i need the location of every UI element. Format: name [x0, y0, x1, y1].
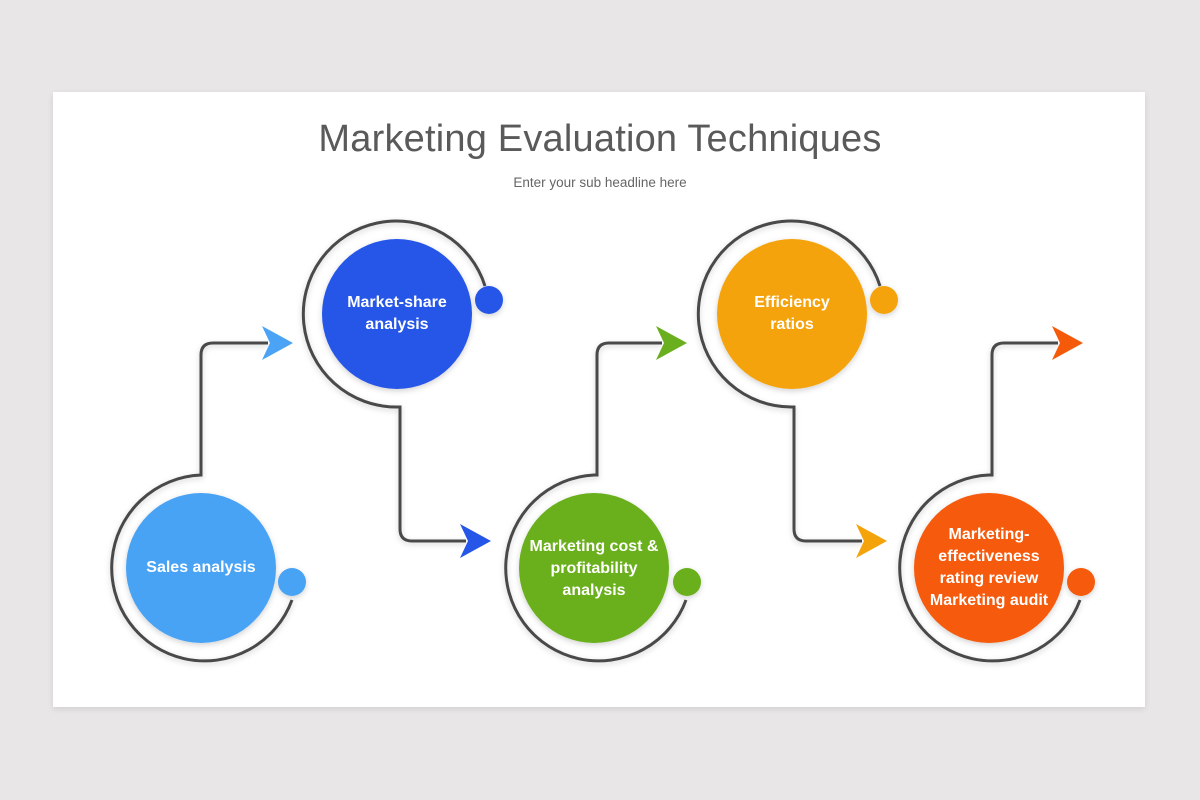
step-4-circle	[717, 239, 867, 389]
step-5-circle	[914, 493, 1064, 643]
step-2-dot-icon	[475, 286, 503, 314]
step-3-ring	[504, 341, 688, 663]
step-2-ring	[301, 219, 487, 543]
step-3-label: Marketing cost & profitability analysis	[529, 538, 659, 599]
step-5-arrow-icon	[1052, 326, 1083, 360]
step-3-circle	[519, 493, 669, 643]
slide-subtitle: Enter your sub headline here	[513, 175, 687, 190]
step-1-ring	[110, 341, 294, 663]
step-3-group	[504, 326, 701, 663]
step-1-circle	[126, 493, 276, 643]
step-4-ring	[696, 219, 882, 543]
step-4-arrow-icon	[856, 524, 887, 558]
step-2-label: Market-share analysis	[347, 294, 447, 333]
step-1-label: Sales analysis	[146, 559, 256, 576]
step-1-arrow-icon	[262, 326, 293, 360]
step-3-dot-icon	[673, 568, 701, 596]
slide-title: Marketing Evaluation Techniques	[318, 118, 882, 160]
step-4-dot-icon	[870, 286, 898, 314]
step-5-label: Marketing-effectiveness rating review Ma…	[929, 526, 1049, 609]
step-2-circle	[322, 239, 472, 389]
step-5-ring	[898, 341, 1082, 663]
step-3-arrow-icon	[656, 326, 687, 360]
step-4-group	[696, 219, 898, 558]
step-1-group	[110, 326, 306, 663]
step-5-group	[898, 326, 1095, 663]
step-4-label: Efficiency ratios	[754, 294, 830, 333]
step-2-group	[301, 219, 503, 558]
step-5-dot-icon	[1067, 568, 1095, 596]
step-2-arrow-icon	[460, 524, 491, 558]
step-1-dot-icon	[278, 568, 306, 596]
